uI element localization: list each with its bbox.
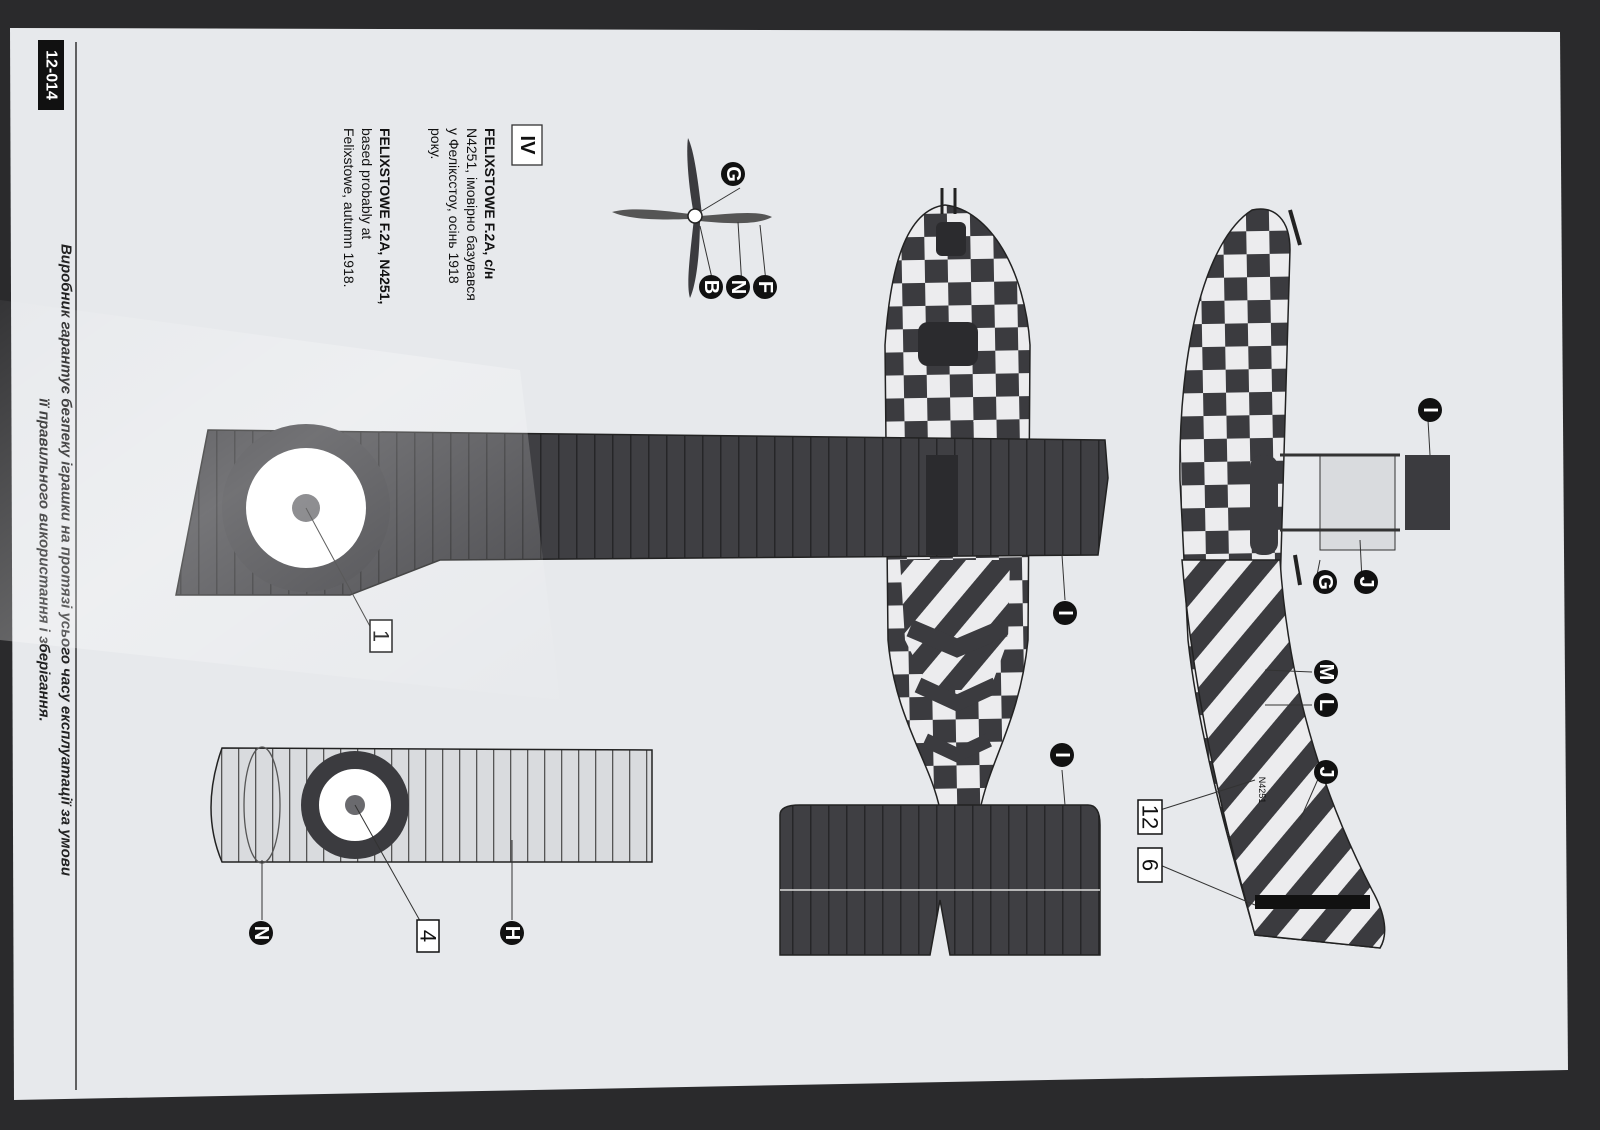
svg-text:IV: IV bbox=[516, 136, 538, 156]
callout-side-i: I bbox=[1418, 398, 1442, 422]
svg-text:based probably at: based probably at bbox=[359, 128, 375, 239]
svg-text:I: I bbox=[1051, 752, 1073, 758]
top-view-drawing bbox=[175, 188, 1109, 956]
callout-side-l: L bbox=[1314, 693, 1338, 717]
svg-text:FELIXSTOWE F.2A, с/н: FELIXSTOWE F.2A, с/н bbox=[482, 128, 498, 279]
svg-text:4: 4 bbox=[416, 930, 441, 942]
caption-english: FELIXSTOWE F.2A, N4251, based probably a… bbox=[341, 128, 393, 304]
svg-text:12: 12 bbox=[1138, 805, 1163, 829]
side-view-drawing: N4251 bbox=[1179, 208, 1450, 949]
svg-text:F: F bbox=[754, 281, 776, 293]
svg-text:I: I bbox=[1054, 610, 1076, 616]
svg-text:6: 6 bbox=[1138, 859, 1163, 871]
svg-text:N: N bbox=[250, 926, 272, 940]
svg-text:G: G bbox=[722, 166, 744, 182]
svg-text:12-014: 12-014 bbox=[43, 50, 60, 100]
decal-box-12: 12 bbox=[1137, 799, 1163, 835]
decal-box-6: 6 bbox=[1137, 847, 1163, 883]
callout-top-i2: I bbox=[1050, 743, 1074, 767]
svg-text:року.: року. bbox=[428, 128, 444, 159]
lower-wing-drawing bbox=[210, 746, 653, 864]
callout-prop-f: F bbox=[753, 275, 777, 299]
svg-text:Felixstowe, autumn 1918.: Felixstowe, autumn 1918. bbox=[341, 128, 357, 288]
svg-text:N4251: N4251 bbox=[1257, 777, 1267, 804]
callout-side-j1: J bbox=[1354, 570, 1378, 594]
svg-text:J: J bbox=[1315, 766, 1337, 777]
callout-side-m: M bbox=[1314, 660, 1338, 684]
caption-ukrainian: FELIXSTOWE F.2A, с/н N4251, імовірно баз… bbox=[428, 128, 498, 301]
callout-prop-b: B bbox=[699, 275, 723, 299]
decal-box-4: 4 bbox=[416, 919, 441, 953]
sheet-code-label: 12-014 bbox=[38, 40, 64, 110]
plastic-sleeve-glare bbox=[0, 300, 560, 700]
svg-text:N: N bbox=[727, 280, 749, 294]
callout-wing-n: N bbox=[249, 921, 273, 945]
callout-wing-h: H bbox=[500, 921, 524, 945]
callout-prop-g: G bbox=[721, 162, 745, 186]
svg-text:N4251, імовірно базувався: N4251, імовірно базувався bbox=[464, 128, 480, 301]
svg-text:H: H bbox=[501, 926, 523, 940]
svg-text:G: G bbox=[1314, 574, 1336, 590]
svg-text:у Феліксстоу, осінь 1918: у Феліксстоу, осінь 1918 bbox=[446, 128, 462, 284]
svg-text:FELIXSTOWE F.2A, N4251,: FELIXSTOWE F.2A, N4251, bbox=[377, 128, 393, 304]
svg-text:M: M bbox=[1315, 664, 1337, 681]
callout-prop-n: N bbox=[726, 275, 750, 299]
callout-side-j2: J bbox=[1314, 760, 1338, 784]
svg-text:J: J bbox=[1355, 576, 1377, 587]
scheme-number-box: IV bbox=[511, 124, 543, 166]
callout-top-i1: I bbox=[1053, 601, 1077, 625]
svg-text:B: B bbox=[700, 280, 722, 294]
callout-side-g: G bbox=[1313, 570, 1337, 594]
propeller-drawing bbox=[612, 138, 772, 298]
svg-text:I: I bbox=[1419, 407, 1441, 413]
svg-text:L: L bbox=[1315, 699, 1337, 711]
